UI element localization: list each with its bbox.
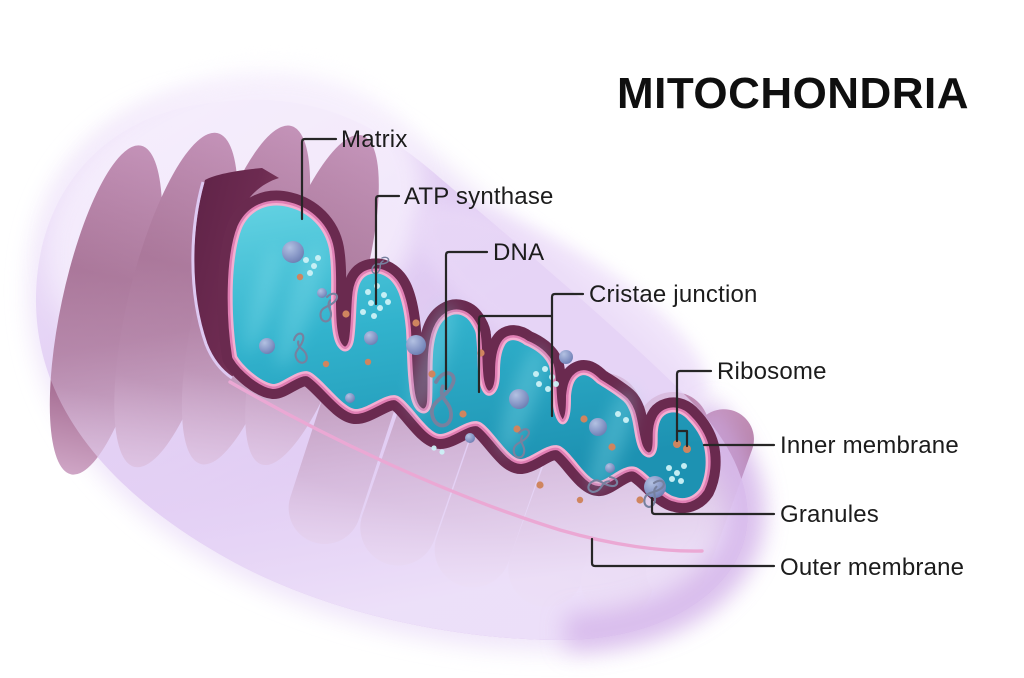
cristae-junction-leader-line xyxy=(550,292,585,418)
matrix-fill xyxy=(232,205,706,499)
intermembrane-crescent xyxy=(194,168,279,378)
cristae-junction-leader-branch xyxy=(477,314,554,394)
part-labels: Matrix ATP synthase DNA Cristae junction… xyxy=(341,126,964,581)
label-inner-membrane: Inner membrane xyxy=(780,432,959,459)
matrix-region xyxy=(217,190,721,514)
matrix-leader-line xyxy=(300,137,338,221)
label-ribosome: Ribosome xyxy=(717,358,827,385)
ribosome-dots xyxy=(296,273,691,504)
label-matrix: Matrix xyxy=(341,126,408,153)
label-outer-membrane: Outer membrane xyxy=(780,554,964,581)
front-inner-membrane-line xyxy=(228,380,704,553)
cut-face xyxy=(191,168,721,514)
dna-leader-line xyxy=(444,250,489,391)
leader-lines xyxy=(300,137,776,568)
atp-synthase-leader-line xyxy=(374,194,401,306)
ribosome-leader-line xyxy=(675,369,713,443)
label-atp-synthase: ATP synthase xyxy=(404,183,554,210)
outer-membrane-leader-line xyxy=(590,537,776,568)
ribosome-leader-fork xyxy=(675,429,689,448)
granules-leader-line xyxy=(650,496,776,516)
label-cristae-junction: Cristae junction xyxy=(589,281,758,308)
label-dna: DNA xyxy=(493,239,544,266)
label-granules: Granules xyxy=(780,501,879,528)
diagram-title: MITOCHONDRIA xyxy=(617,69,969,118)
cut-edge-line xyxy=(191,181,233,380)
atp-synthase-dots xyxy=(303,255,687,484)
